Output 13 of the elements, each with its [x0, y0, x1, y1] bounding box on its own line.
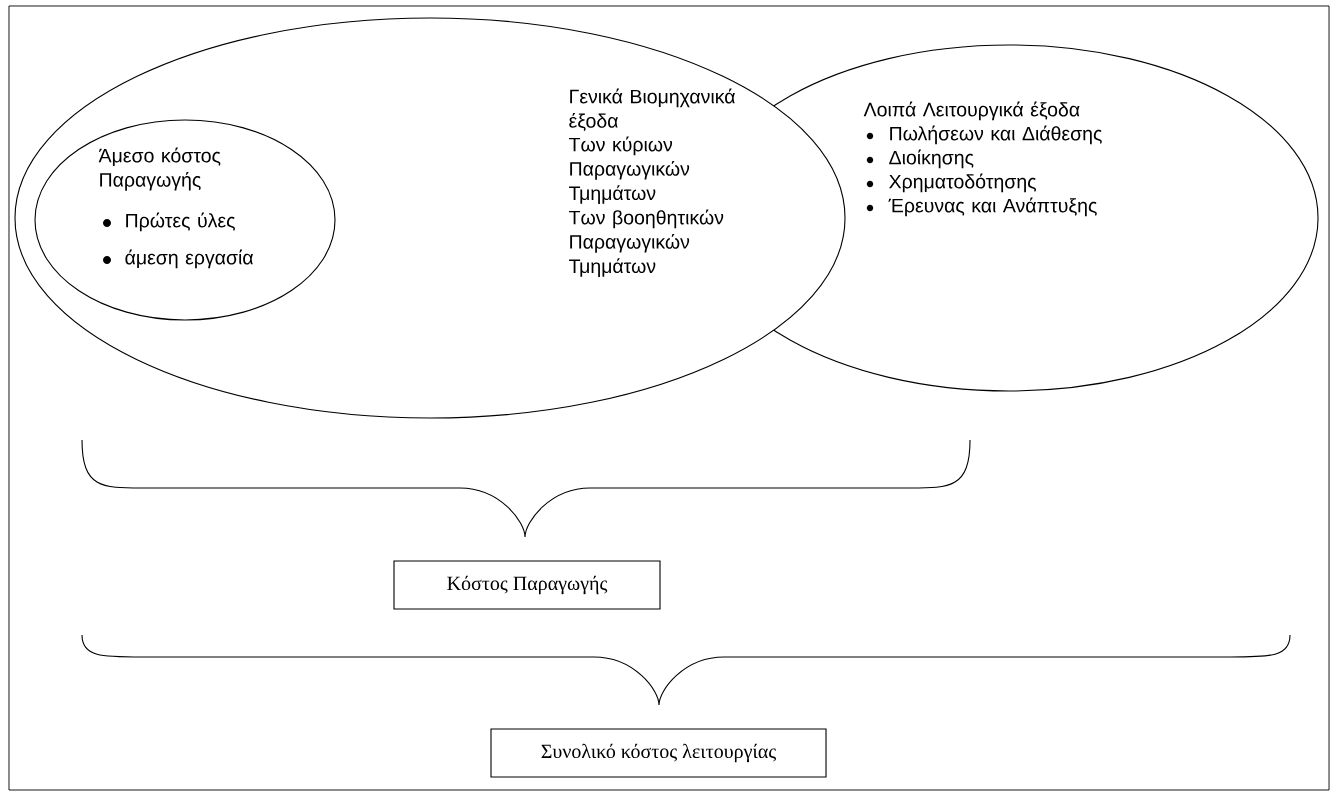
item-text: άμεση εργασία	[125, 249, 254, 269]
item-text: Των κύριων Παραγωγικών Τμημάτων	[569, 136, 690, 204]
item-text: Έρευνας και Ανάπτυξης	[888, 197, 1097, 217]
item-text: Πωλήσεων και Διάθεσης	[890, 125, 1102, 145]
item-text: Γενικά Βιομηχανικά έξοδα	[569, 88, 735, 131]
total-box: Συνολικό κόστος λειτουργίας	[490, 728, 827, 778]
item-text: Άμεσο κόστος Παραγωγής	[98, 147, 221, 191]
item-text: Πρώτες ύλες	[126, 212, 235, 232]
item-text: Χρηματοδότησης	[889, 173, 1036, 193]
item-text: Λοιπά Λειτουργικά έξοδα	[863, 101, 1080, 121]
item-text: Διοίκησης	[889, 149, 974, 169]
item-text: Των βοοηθητικών Παραγωγικών Τμημάτων	[569, 209, 724, 277]
total-box: Κόστος Παραγωγής	[393, 560, 661, 610]
